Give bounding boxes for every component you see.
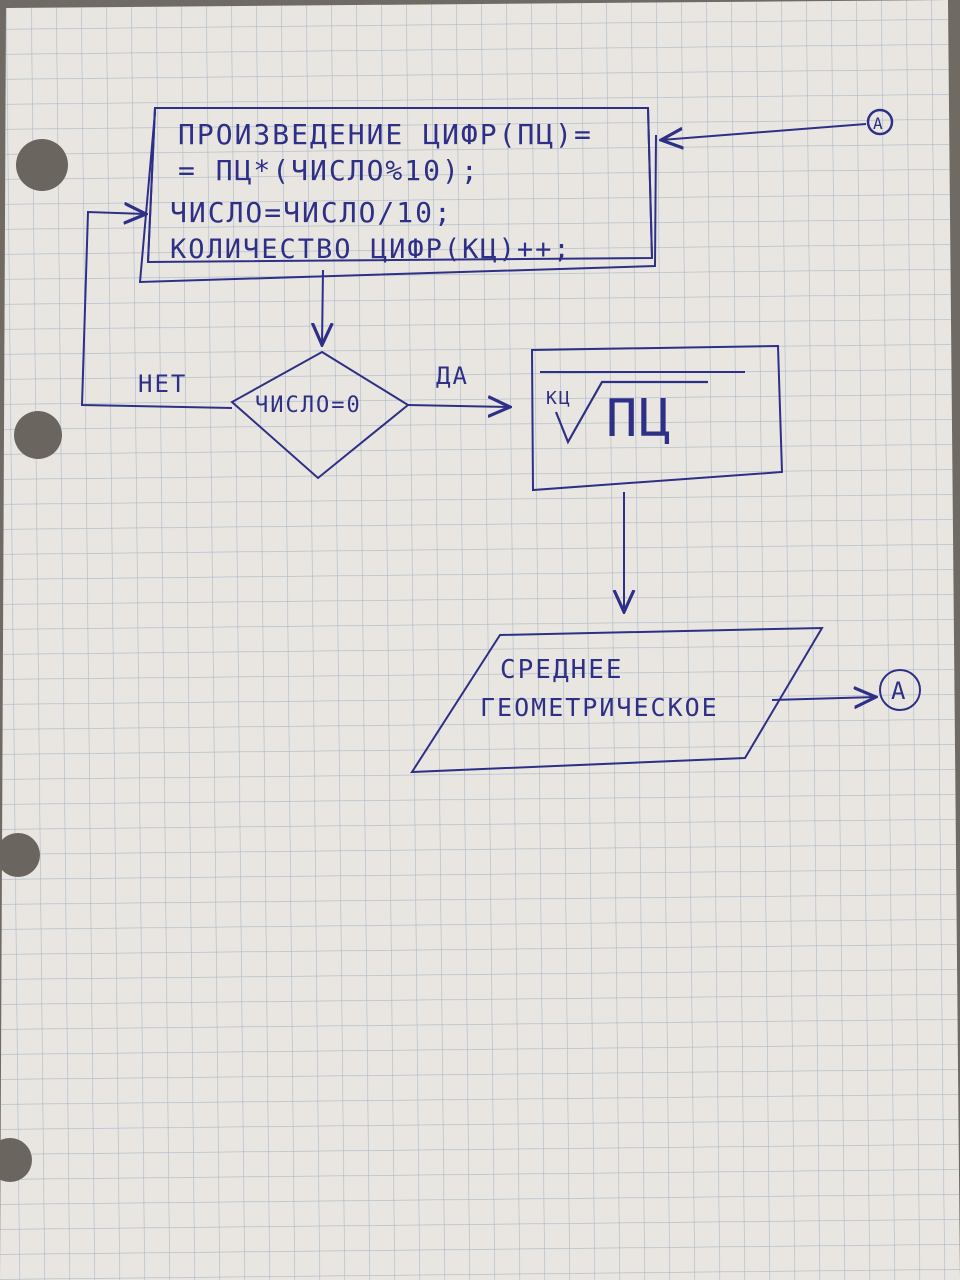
process-line-1: ПРОИЗВЕДЕНИЕ ЦИФР(ПЦ)= <box>178 118 593 151</box>
connector-in-circle <box>866 108 894 136</box>
radical-sign <box>554 380 708 445</box>
root-block <box>530 344 784 492</box>
output-line-2: ГЕОМЕТРИЧЕСКОЕ <box>480 693 719 722</box>
punch-hole <box>0 1138 32 1182</box>
arrow-no-branch <box>80 212 233 409</box>
connector-in-arrow <box>661 123 867 140</box>
output-line-1: СРЕДНЕЕ <box>500 655 624 685</box>
connector-in: A <box>866 108 894 136</box>
connector-in-label: A <box>873 114 885 133</box>
root-radicand: ПЦ <box>606 389 673 449</box>
root-index: КЦ <box>546 388 572 409</box>
process-line-3: ЧИСЛО=ЧИСЛО/10; <box>170 196 453 229</box>
arrow-yes-branch <box>407 405 510 407</box>
punch-hole <box>16 139 68 191</box>
process-line-2: = ПЦ*(ЧИСЛО%10); <box>178 154 480 187</box>
connector-out-circle <box>879 669 921 711</box>
process-line-4: КОЛИЧЕСТВО ЦИФР(КЦ)++; <box>170 234 572 265</box>
arrow-process-to-decision <box>322 269 323 345</box>
decision-label: ЧИСЛО=0 <box>255 393 362 418</box>
branch-yes-label: ДА <box>436 362 469 390</box>
arrow-output-to-connector <box>771 697 876 700</box>
decision-diamond <box>230 350 410 480</box>
output-parallelogram <box>410 626 824 774</box>
punch-hole <box>0 833 40 877</box>
connector-out: A <box>879 669 921 711</box>
process-block <box>138 107 657 284</box>
connector-out-label: A <box>891 677 907 705</box>
branch-no-label: НЕТ <box>138 370 187 398</box>
punch-hole <box>14 411 62 459</box>
